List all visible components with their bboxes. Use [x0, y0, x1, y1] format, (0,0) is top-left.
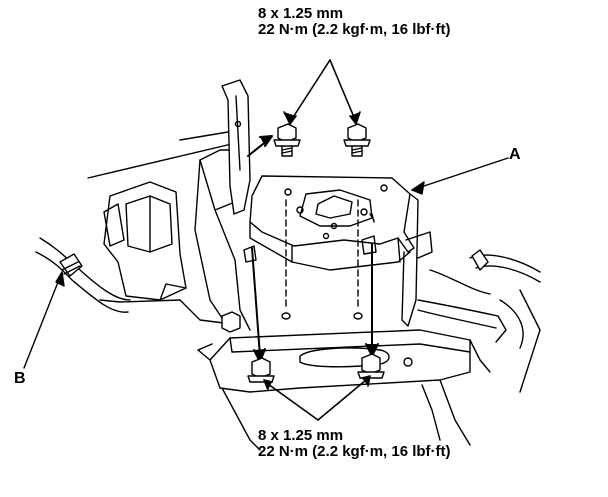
callout-b-label: B	[14, 370, 26, 387]
bolt-top-right	[343, 123, 371, 157]
torque-spec-top-value: 22 N·m (2.2 kgf·m, 16 lbf·ft)	[258, 21, 451, 38]
bolt-bottom-right	[357, 353, 385, 379]
torque-spec-top: 8 x 1.25 mm 22 N·m (2.2 kgf·m, 16 lbf·ft…	[258, 6, 451, 38]
spec-leaders-bottom	[263, 375, 371, 421]
wire-harness	[35, 237, 131, 313]
callout-a-label: A	[509, 146, 521, 163]
bolt-bottom-left	[247, 357, 275, 383]
torque-spec-bottom-value: 22 N·m (2.2 kgf·m, 16 lbf·ft)	[258, 443, 451, 460]
right-pipes	[417, 249, 541, 393]
spec-leaders-top	[283, 59, 361, 125]
cap-nut	[221, 311, 241, 333]
torque-spec-bottom: 8 x 1.25 mm 22 N·m (2.2 kgf·m, 16 lbf·ft…	[258, 428, 451, 460]
bracket-a	[243, 175, 433, 327]
alignment-guides	[281, 199, 363, 320]
bolt-top-left	[273, 123, 301, 157]
torque-spec-bottom-size: 8 x 1.25 mm	[258, 427, 344, 444]
callout-a-leader	[411, 157, 509, 195]
callout-b-leader	[23, 271, 65, 369]
connector-module	[103, 181, 187, 301]
mounting-base	[197, 329, 471, 451]
support-arm	[221, 79, 251, 215]
install-arrows	[247, 135, 379, 363]
torque-spec-top-size: 8 x 1.25 mm	[258, 5, 344, 22]
